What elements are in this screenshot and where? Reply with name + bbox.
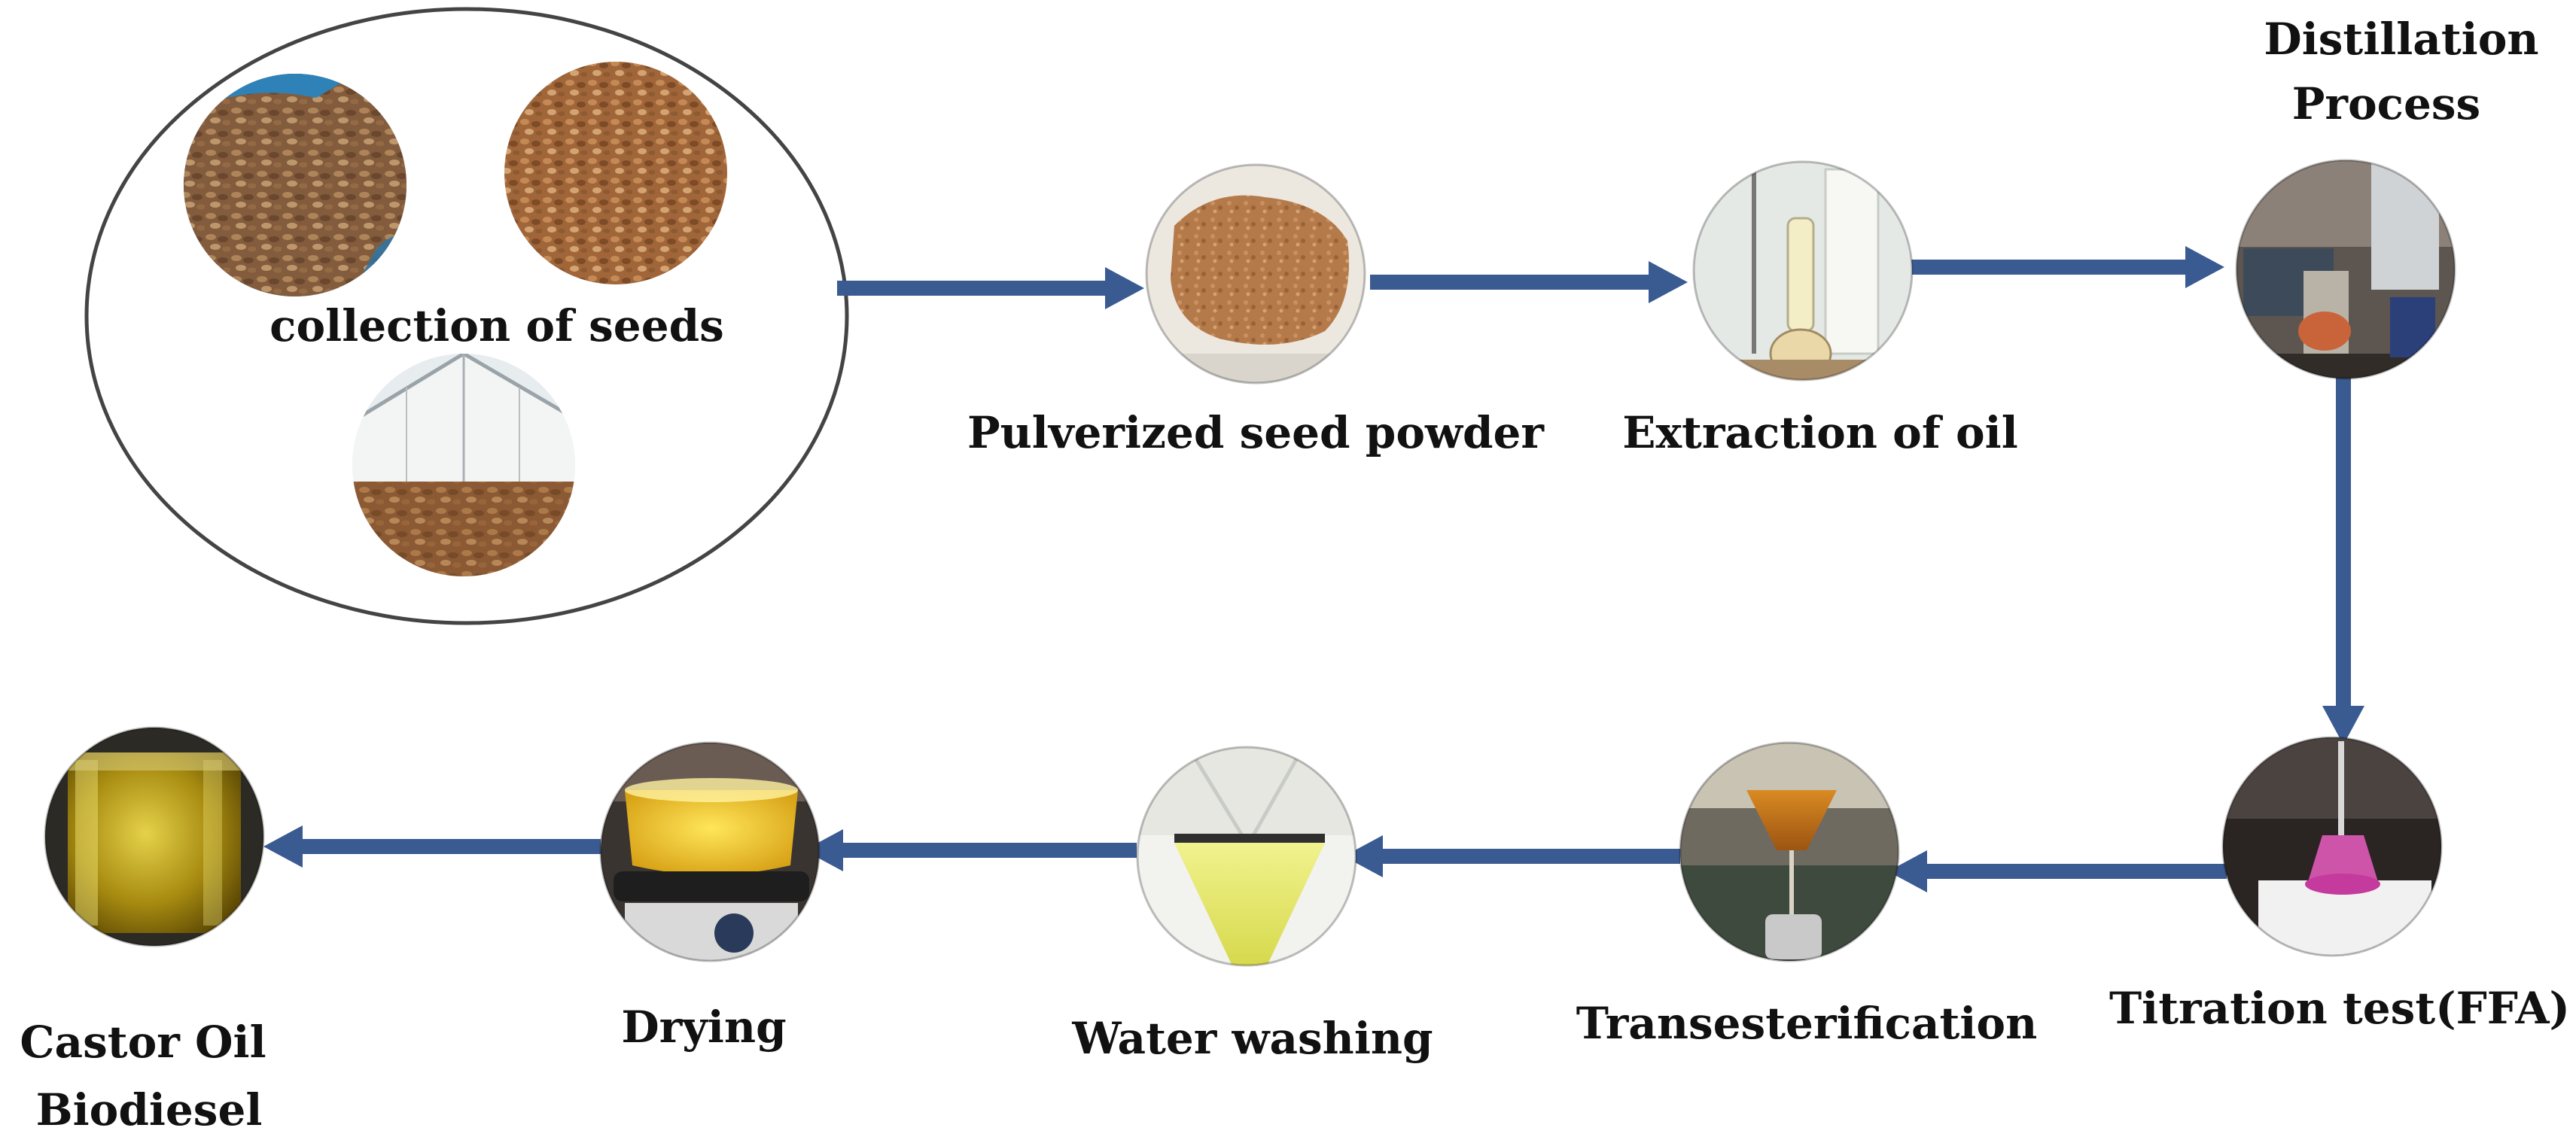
- flow-arrows: [263, 246, 2364, 892]
- biodiesel-label-line-2: Biodiesel: [36, 1084, 263, 1135]
- extraction-label: Extraction of oil: [1622, 407, 2017, 458]
- titration-label: Titration test(FFA): [2109, 983, 2570, 1034]
- transesterification-label: Transesterification: [1576, 998, 2037, 1049]
- drying-label: Drying: [621, 1002, 786, 1053]
- collection-label: collection of seeds: [269, 300, 724, 351]
- drying-photo: [601, 743, 819, 961]
- step-pulverized: Pulverized seed powder: [967, 163, 1545, 458]
- step-titration: Titration test(FFA): [2109, 736, 2570, 1034]
- extraction-apparatus-photo: [1694, 162, 1912, 380]
- arrow-washing-to-drying: [804, 829, 1137, 871]
- arrow-transesterification-to-washing: [1344, 835, 1680, 877]
- biodiesel-photo: [45, 728, 263, 946]
- transesterification-photo: [1680, 743, 1899, 961]
- seeds-photo-2: [504, 62, 727, 284]
- distillation-label-line-1: Distillation: [2264, 14, 2538, 65]
- biodiesel-label-line-1: Castor Oil: [20, 1017, 266, 1068]
- titration-photo: [2223, 737, 2441, 956]
- arrow-drying-to-biodiesel: [263, 825, 601, 868]
- step-drying: Drying: [599, 741, 821, 1053]
- collection-group: collection of seeds: [84, 7, 849, 625]
- arrow-extraction-to-distillation: [1906, 246, 2224, 288]
- water-washing-label: Water washing: [1071, 1013, 1433, 1064]
- step-water-washing: Water washing: [1071, 746, 1433, 1064]
- arrow-titration-to-transesterification: [1888, 850, 2227, 892]
- distillation-label-line-2: Process: [2292, 78, 2480, 129]
- arrow-distillation-to-titration: [2322, 361, 2364, 745]
- arrow-collection-to-powder: [837, 267, 1144, 309]
- step-extraction: Extraction of oil: [1622, 160, 2018, 458]
- pulverized-label: Pulverized seed powder: [967, 407, 1545, 458]
- step-biodiesel: Castor Oil Biodiesel: [20, 726, 266, 1135]
- arrow-powder-to-extraction: [1370, 261, 1688, 303]
- step-transesterification: Transesterification: [1576, 741, 2037, 1049]
- distillation-lab-photo: [2236, 160, 2455, 378]
- step-distillation: Distillation Process: [2235, 14, 2539, 380]
